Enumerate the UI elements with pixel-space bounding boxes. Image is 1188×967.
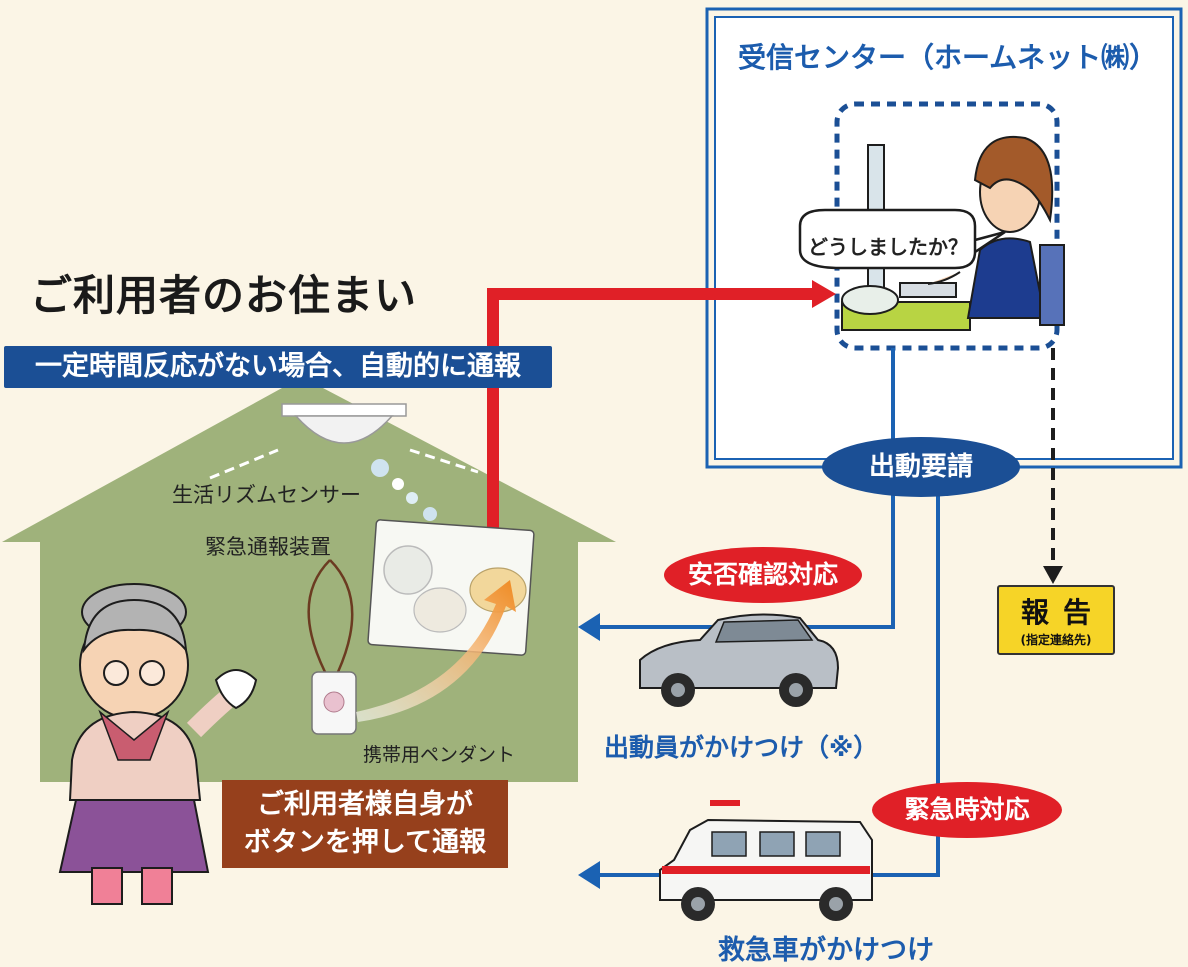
orange-press-arrow [356,580,516,722]
ambulance-arrival-label: 救急車がかけつけ [718,935,934,966]
pendant [307,559,357,735]
report-subtitle: (指定連絡先) [1020,633,1092,647]
manual-banner-line2: ボタンを押して通報 [243,827,487,858]
emergency-response-oval: 緊急時対応 [872,782,1062,838]
device-label: 緊急通報装置 [205,535,331,559]
auto-report-banner: 一定時間反応がない場合、自動的に通報 [4,346,552,388]
manual-report-banner: ご利用者様自身が ボタンを押して通報 [222,780,508,868]
elderly-user [58,583,258,905]
blue-arrow-left-head [578,613,600,641]
receiving-center-title: 受信センター（ホームネット㈱） [738,41,1158,74]
ambulance [659,800,873,921]
red-arrow-head [812,280,836,308]
home-title: ご利用者のお住まい [30,271,418,320]
manual-banner-line1: ご利用者様自身が [257,789,473,820]
staff-car [639,613,840,707]
sensor-label: 生活リズムセンサー [172,483,361,507]
blue-arrow-bottom-head [578,861,600,889]
safety-check-oval: 安否確認対応 [664,547,862,603]
operator-speech: どうしましたか？ [808,235,968,259]
red-alert-arrow [487,288,818,540]
report-box: 報告 (指定連絡先) [997,585,1115,655]
speech-bubble [798,208,1006,270]
report-title: 報告 [1020,596,1105,629]
pendant-label: 携帯用ペンダント [363,744,516,766]
operator-illustration [841,135,1065,331]
report-arrow-head [1043,566,1063,584]
staff-arrival-label: 出動員がかけつけ（※） [604,733,879,762]
dispatch-request-oval: 出動要請 [822,437,1020,497]
